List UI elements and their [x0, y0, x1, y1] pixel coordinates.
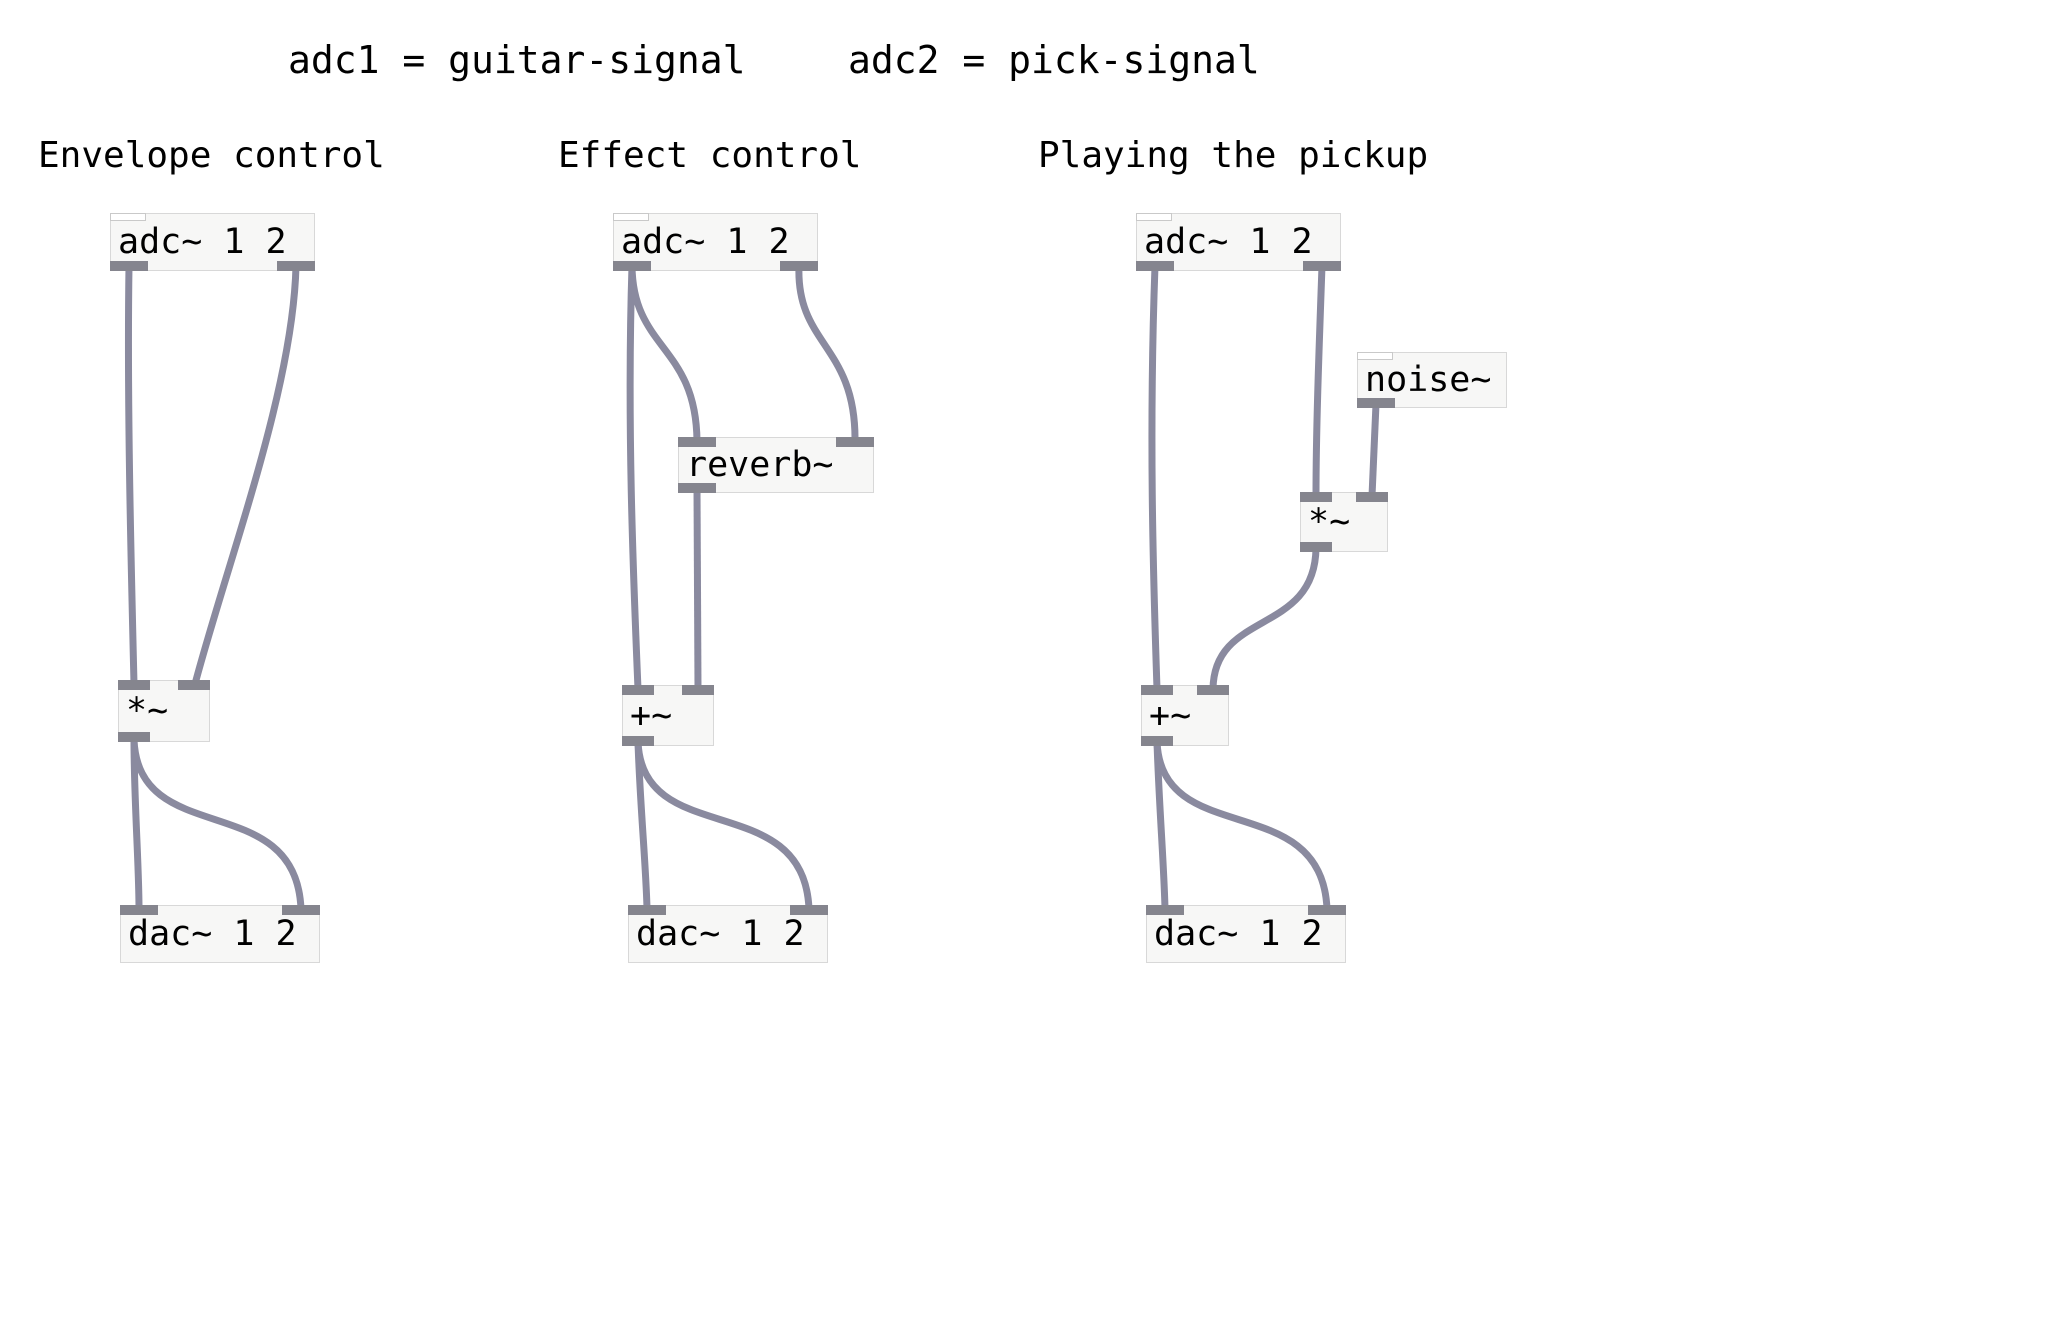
signal-inlet-nib[interactable]	[628, 905, 666, 915]
object-label: adc~ 1 2	[118, 222, 287, 262]
section-title-effect-control: Effect control	[558, 135, 862, 176]
signal-inlet-nib[interactable]	[1356, 492, 1388, 502]
signal-inlet-nib[interactable]	[178, 680, 210, 690]
signal-outlet-nib[interactable]	[780, 261, 818, 271]
p3-object-add[interactable]: +~	[1141, 685, 1229, 746]
cord-p1-adc-out1-to-mul-in1[interactable]	[191, 265, 300, 685]
control-inlet-nib[interactable]	[110, 213, 146, 221]
cord-p2-adc-out0-to-add-in0[interactable]	[626, 265, 642, 690]
signal-outlet-nib[interactable]	[678, 483, 716, 493]
object-label: +~	[1149, 695, 1192, 736]
object-label: +~	[630, 695, 673, 736]
cord-p2-adc-out0-to-reverb-in0[interactable]	[628, 265, 701, 442]
section-title-playing-the-pickup: Playing the pickup	[1038, 135, 1429, 176]
object-label: adc~ 1 2	[621, 222, 790, 262]
section-title-envelope-control: Envelope control	[38, 135, 385, 176]
p2-object-add[interactable]: +~	[622, 685, 714, 746]
p2-object-adc[interactable]: adc~ 1 2	[613, 213, 818, 271]
signal-inlet-nib[interactable]	[1197, 685, 1229, 695]
signal-inlet-nib[interactable]	[1146, 905, 1184, 915]
signal-inlet-nib[interactable]	[118, 680, 150, 690]
signal-inlet-nib[interactable]	[682, 685, 714, 695]
cord-p2-add-out0-to-dac-in1[interactable]	[634, 741, 813, 910]
control-inlet-nib[interactable]	[1136, 213, 1172, 221]
object-label: noise~	[1365, 360, 1492, 400]
p3-object-adc[interactable]: adc~ 1 2	[1136, 213, 1341, 271]
signal-outlet-nib[interactable]	[1300, 542, 1332, 552]
cord-p1-mul-out0-to-dac-in1[interactable]	[130, 739, 305, 910]
signal-inlet-nib[interactable]	[622, 685, 654, 695]
signal-outlet-nib[interactable]	[622, 736, 654, 746]
cord-p2-reverb-out0-to-add-in1[interactable]	[693, 488, 702, 690]
signal-outlet-nib[interactable]	[277, 261, 315, 271]
adc2-legend: adc2 = pick-signal	[848, 38, 1260, 82]
object-label: reverb~	[686, 445, 834, 485]
cord-p3-adc-out0-to-add-in0[interactable]	[1148, 265, 1161, 690]
control-inlet-nib[interactable]	[613, 213, 649, 221]
signal-inlet-nib[interactable]	[282, 905, 320, 915]
cord-p1-adc-out0-to-mul-in0[interactable]	[124, 265, 138, 685]
signal-inlet-nib[interactable]	[120, 905, 158, 915]
signal-outlet-nib[interactable]	[1136, 261, 1174, 271]
signal-outlet-nib[interactable]	[1141, 736, 1173, 746]
object-label: dac~ 1 2	[1154, 914, 1323, 954]
object-label: *~	[126, 691, 169, 731]
p2-object-reverb[interactable]: reverb~	[678, 437, 874, 493]
object-label: dac~ 1 2	[636, 914, 805, 954]
object-label: *~	[1308, 502, 1351, 542]
signal-inlet-nib[interactable]	[1308, 905, 1346, 915]
signal-inlet-nib[interactable]	[1300, 492, 1332, 502]
p3-object-dac[interactable]: dac~ 1 2	[1146, 905, 1346, 963]
signal-outlet-nib[interactable]	[1303, 261, 1341, 271]
object-label: adc~ 1 2	[1144, 222, 1313, 262]
cord-p3-noise-out0-to-mul-in1[interactable]	[1368, 403, 1380, 497]
adc1-legend: adc1 = guitar-signal	[288, 38, 746, 82]
signal-inlet-nib[interactable]	[790, 905, 828, 915]
object-label: dac~ 1 2	[128, 914, 297, 954]
cord-p3-mul-out0-to-add-in1[interactable]	[1209, 547, 1320, 690]
p3-object-noise[interactable]: noise~	[1357, 352, 1507, 408]
control-inlet-nib[interactable]	[1357, 352, 1393, 360]
p1-object-dac[interactable]: dac~ 1 2	[120, 905, 320, 963]
cord-p3-add-out0-to-dac-in1[interactable]	[1153, 741, 1331, 910]
signal-outlet-nib[interactable]	[613, 261, 651, 271]
p1-object-multiply[interactable]: *~	[118, 680, 210, 742]
p1-object-adc[interactable]: adc~ 1 2	[110, 213, 315, 271]
p2-object-dac[interactable]: dac~ 1 2	[628, 905, 828, 963]
cord-p3-adc-out1-to-mul-in0[interactable]	[1312, 265, 1326, 497]
signal-inlet-nib[interactable]	[836, 437, 874, 447]
signal-inlet-nib[interactable]	[678, 437, 716, 447]
cord-p2-adc-out1-to-reverb-in1[interactable]	[795, 265, 859, 442]
signal-outlet-nib[interactable]	[118, 732, 150, 742]
signal-outlet-nib[interactable]	[1357, 398, 1395, 408]
signal-outlet-nib[interactable]	[110, 261, 148, 271]
p3-object-multiply[interactable]: *~	[1300, 492, 1388, 552]
signal-inlet-nib[interactable]	[1141, 685, 1173, 695]
